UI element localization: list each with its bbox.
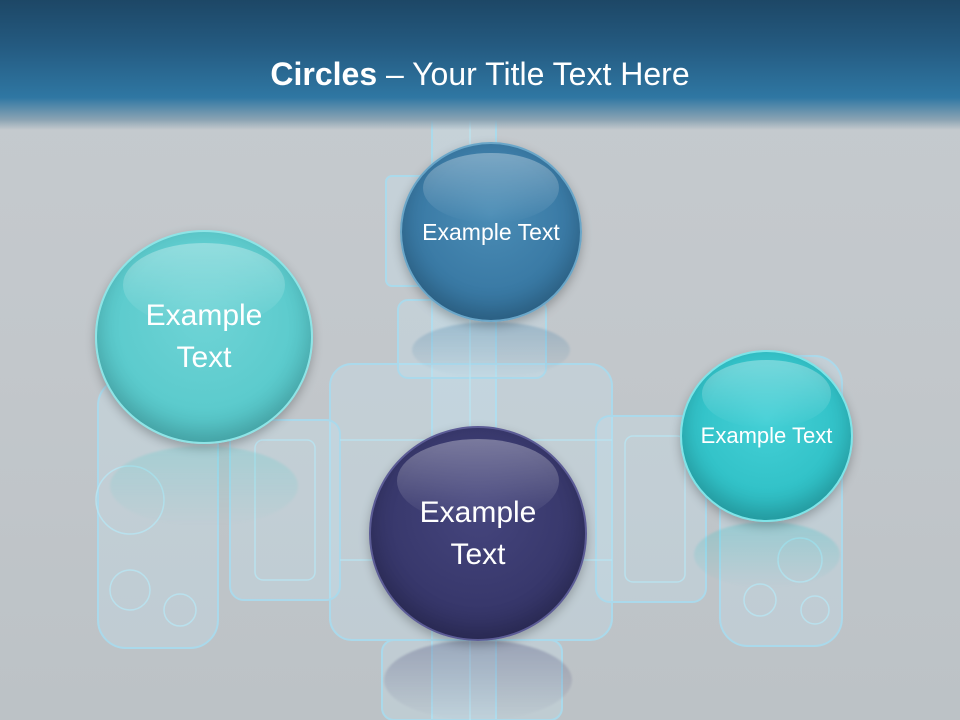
title-bold: Circles xyxy=(270,56,378,92)
title-rest: – Your Title Text Here xyxy=(377,56,690,92)
cyan-circle-reflection xyxy=(694,522,840,588)
blue-circle-reflection xyxy=(412,322,570,378)
slide-title: Circles – Your Title Text Here xyxy=(0,52,960,96)
teal-circle: Example Text xyxy=(95,230,313,444)
navy-circle-reflection xyxy=(384,640,572,720)
blue-circle-text: Example Text xyxy=(422,218,560,245)
title-bar xyxy=(0,0,960,130)
blue-circle: Example Text xyxy=(400,142,582,322)
teal-circle-text: Example Text xyxy=(145,299,263,374)
cyan-circle: Example Text xyxy=(680,350,853,522)
navy-circle: Example Text xyxy=(369,426,587,641)
cyan-circle-text: Example Text xyxy=(700,422,833,448)
navy-circle-text: Example Text xyxy=(419,495,537,571)
teal-circle-reflection xyxy=(110,446,298,526)
